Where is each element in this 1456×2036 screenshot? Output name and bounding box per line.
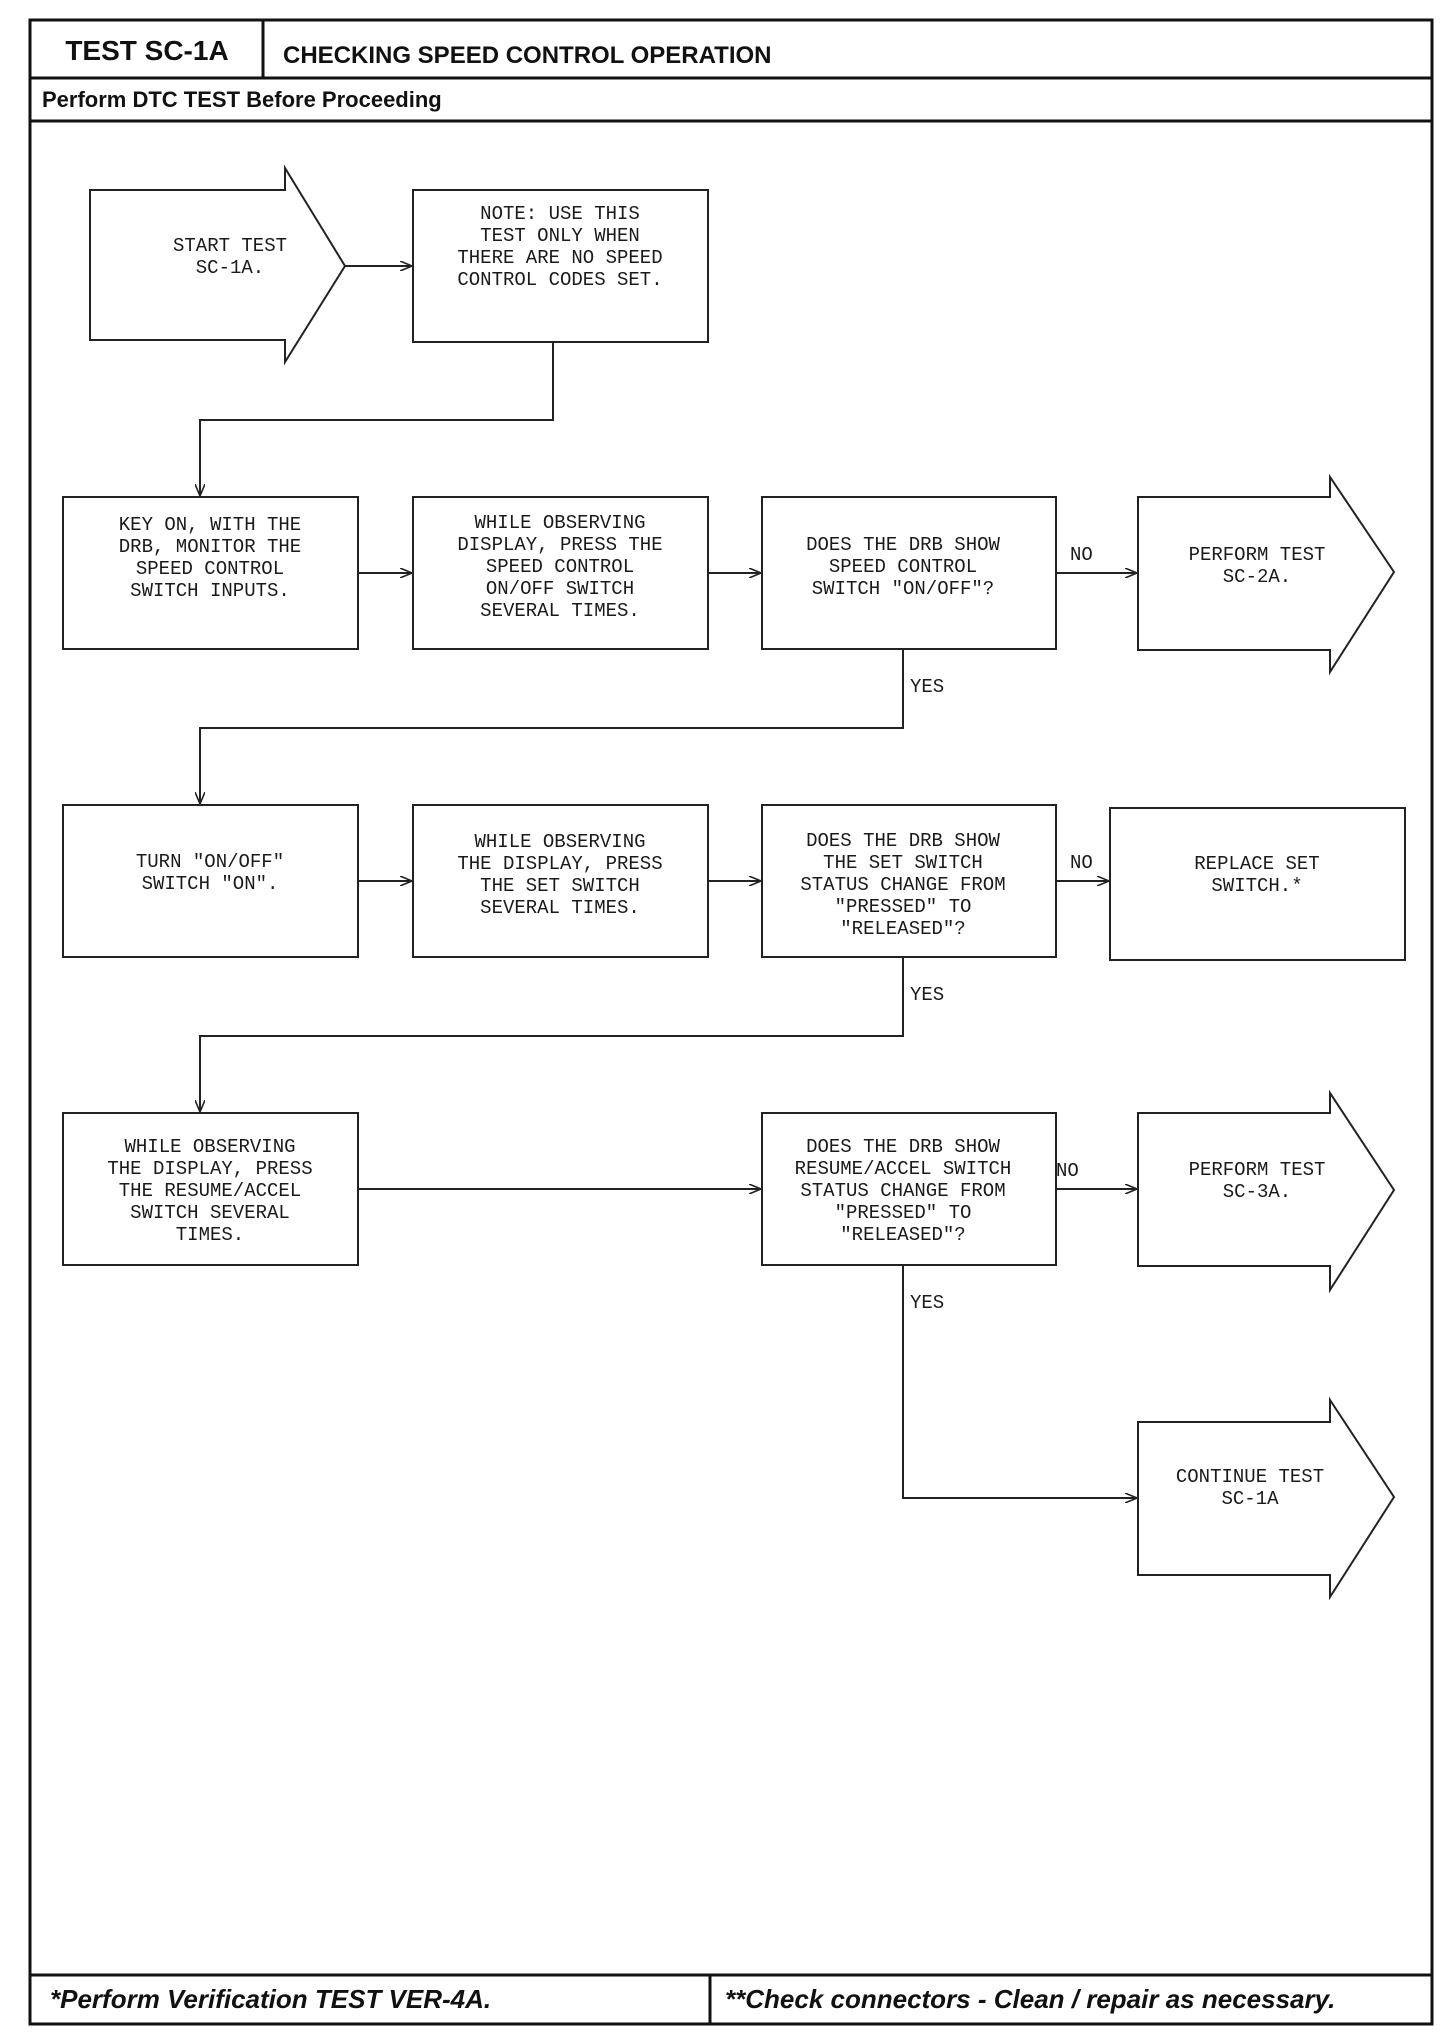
key-on-box [62, 496, 359, 650]
perform-sc2a-arrow [1137, 473, 1396, 676]
node-text-line: REPLACE SET [1194, 853, 1319, 875]
node-text-line: CONTINUE TEST [1176, 1466, 1324, 1488]
node-text-line: DISPLAY, PRESS THE [457, 534, 662, 556]
node-text-line: ON/OFF SWITCH [486, 578, 634, 600]
node-text-line: SEVERAL TIMES. [480, 600, 640, 622]
node-text-line: PERFORM TEST [1189, 544, 1326, 566]
label-no-1: NO [1070, 544, 1093, 566]
node-text-line: START TEST [173, 235, 287, 257]
node-text-line: SC-1A [1221, 1488, 1279, 1510]
label-yes-3: YES [910, 1292, 944, 1314]
node-text-line: THE SET SWITCH [823, 852, 983, 874]
note-box [412, 189, 709, 343]
node-text-line: PERFORM TEST [1189, 1159, 1326, 1181]
label-yes-2: YES [910, 984, 944, 1006]
node-text-line: SPEED CONTROL [829, 556, 977, 578]
node-text-line: SC-2A. [1223, 566, 1291, 588]
footer-left-note: *Perform Verification TEST VER-4A. [50, 1984, 491, 2014]
test-id: TEST SC-1A [65, 35, 228, 66]
observe-resume-box [62, 1112, 359, 1266]
node-text-line: NOTE: USE THIS [480, 203, 640, 225]
connector-note-keyon [200, 342, 554, 495]
node-text-line: DOES THE DRB SHOW [806, 534, 1000, 556]
label-no-2: NO [1070, 852, 1093, 874]
node-text-line: SWITCH.* [1211, 875, 1302, 897]
outer-frame [28, 18, 1434, 2026]
node-text-line: CONTROL CODES SET. [457, 269, 662, 291]
connector-decision1-yes [200, 649, 904, 803]
node-text-line: DRB, MONITOR THE [119, 536, 301, 558]
page-subtitle: Perform DTC TEST Before Proceeding [42, 87, 442, 112]
node-text-line: THE RESUME/ACCEL [119, 1180, 301, 1202]
node-text-line: DOES THE DRB SHOW [806, 830, 1000, 852]
footer-right-note: **Check connectors - Clean / repair as n… [725, 1984, 1335, 2014]
replace-set-box [1109, 807, 1406, 961]
node-text-line: "RELEASED"? [840, 918, 965, 940]
node-text-line: SWITCH SEVERAL [130, 1202, 290, 1224]
decision-resume-box [761, 1112, 1057, 1266]
node-text-line: WHILE OBSERVING [124, 1136, 295, 1158]
node-text-line: SWITCH "ON/OFF"? [812, 578, 994, 600]
decision-set-box [761, 804, 1057, 958]
node-text-line: SWITCH "ON". [142, 873, 279, 895]
connector-decision3-yes [902, 1265, 1136, 1498]
node-text-line: STATUS CHANGE FROM [800, 1180, 1005, 1202]
node-text-line: "PRESSED" TO [835, 896, 972, 918]
turn-on-box [62, 804, 359, 958]
node-text-line: TIMES. [176, 1224, 244, 1246]
node-text-line: SPEED CONTROL [486, 556, 634, 578]
node-text-line: TURN "ON/OFF" [136, 851, 284, 873]
node-text-line: STATUS CHANGE FROM [800, 874, 1005, 896]
node-text-line: WHILE OBSERVING [474, 512, 645, 534]
node-text-line: SPEED CONTROL [136, 558, 284, 580]
start-test-arrow [89, 164, 347, 366]
page-title: CHECKING SPEED CONTROL OPERATION [283, 42, 771, 69]
node-text-line: SC-3A. [1223, 1181, 1291, 1203]
node-text-line: THE SET SWITCH [480, 875, 640, 897]
node-text-line: RESUME/ACCEL SWITCH [795, 1158, 1012, 1180]
perform-sc3a-arrow [1137, 1089, 1396, 1294]
node-text-line: SC-1A. [196, 257, 264, 279]
node-text-line: SEVERAL TIMES. [480, 897, 640, 919]
turn-on-text: TURN "ON/OFF"SWITCH "ON". [136, 851, 284, 895]
decision-onoff-box [761, 496, 1057, 650]
continue-test-arrow [1137, 1396, 1396, 1601]
node-text-line: SWITCH INPUTS. [130, 580, 290, 602]
observe-set-box [412, 804, 709, 958]
node-text-line: TEST ONLY WHEN [480, 225, 640, 247]
node-text-line: "RELEASED"? [840, 1224, 965, 1246]
node-text-line: DOES THE DRB SHOW [806, 1136, 1000, 1158]
node-text-line: THE DISPLAY, PRESS [107, 1158, 312, 1180]
connector-decision2-yes [200, 957, 904, 1111]
node-text-line: "PRESSED" TO [835, 1202, 972, 1224]
label-yes-1: YES [910, 676, 944, 698]
label-no-3: NO [1056, 1160, 1079, 1182]
node-text-line: THE DISPLAY, PRESS [457, 853, 662, 875]
node-text-line: THERE ARE NO SPEED [457, 247, 662, 269]
observe-onoff-box [412, 496, 709, 650]
node-text-line: WHILE OBSERVING [474, 831, 645, 853]
node-text-line: KEY ON, WITH THE [119, 514, 301, 536]
